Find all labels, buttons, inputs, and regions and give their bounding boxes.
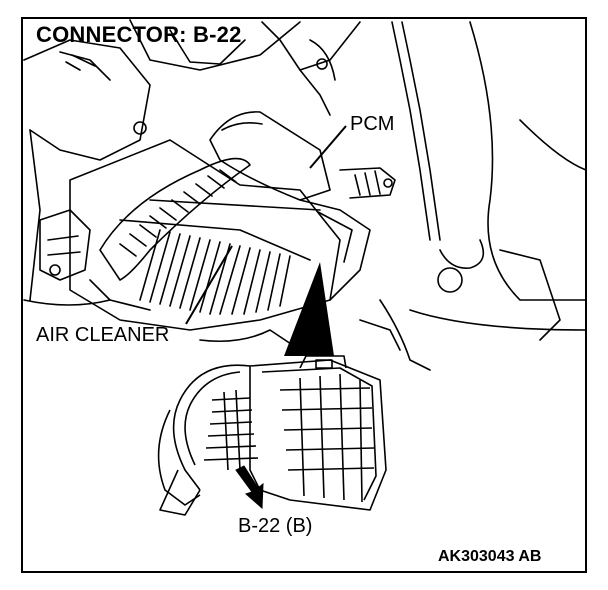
engine-bay-scene: [23, 19, 587, 371]
page-title: CONNECTOR: B-22: [36, 22, 242, 47]
label-pcm: PCM: [350, 113, 395, 135]
terminal-arrow: [235, 465, 264, 510]
figure-code: AK303043 AB: [438, 548, 542, 565]
connector-detail: [157, 355, 387, 516]
leader-lines: [185, 125, 347, 325]
label-air-cleaner: AIR CLEANER: [36, 324, 170, 346]
label-connector: B-22 (B): [238, 515, 313, 537]
pointer-wedge: [284, 262, 334, 356]
